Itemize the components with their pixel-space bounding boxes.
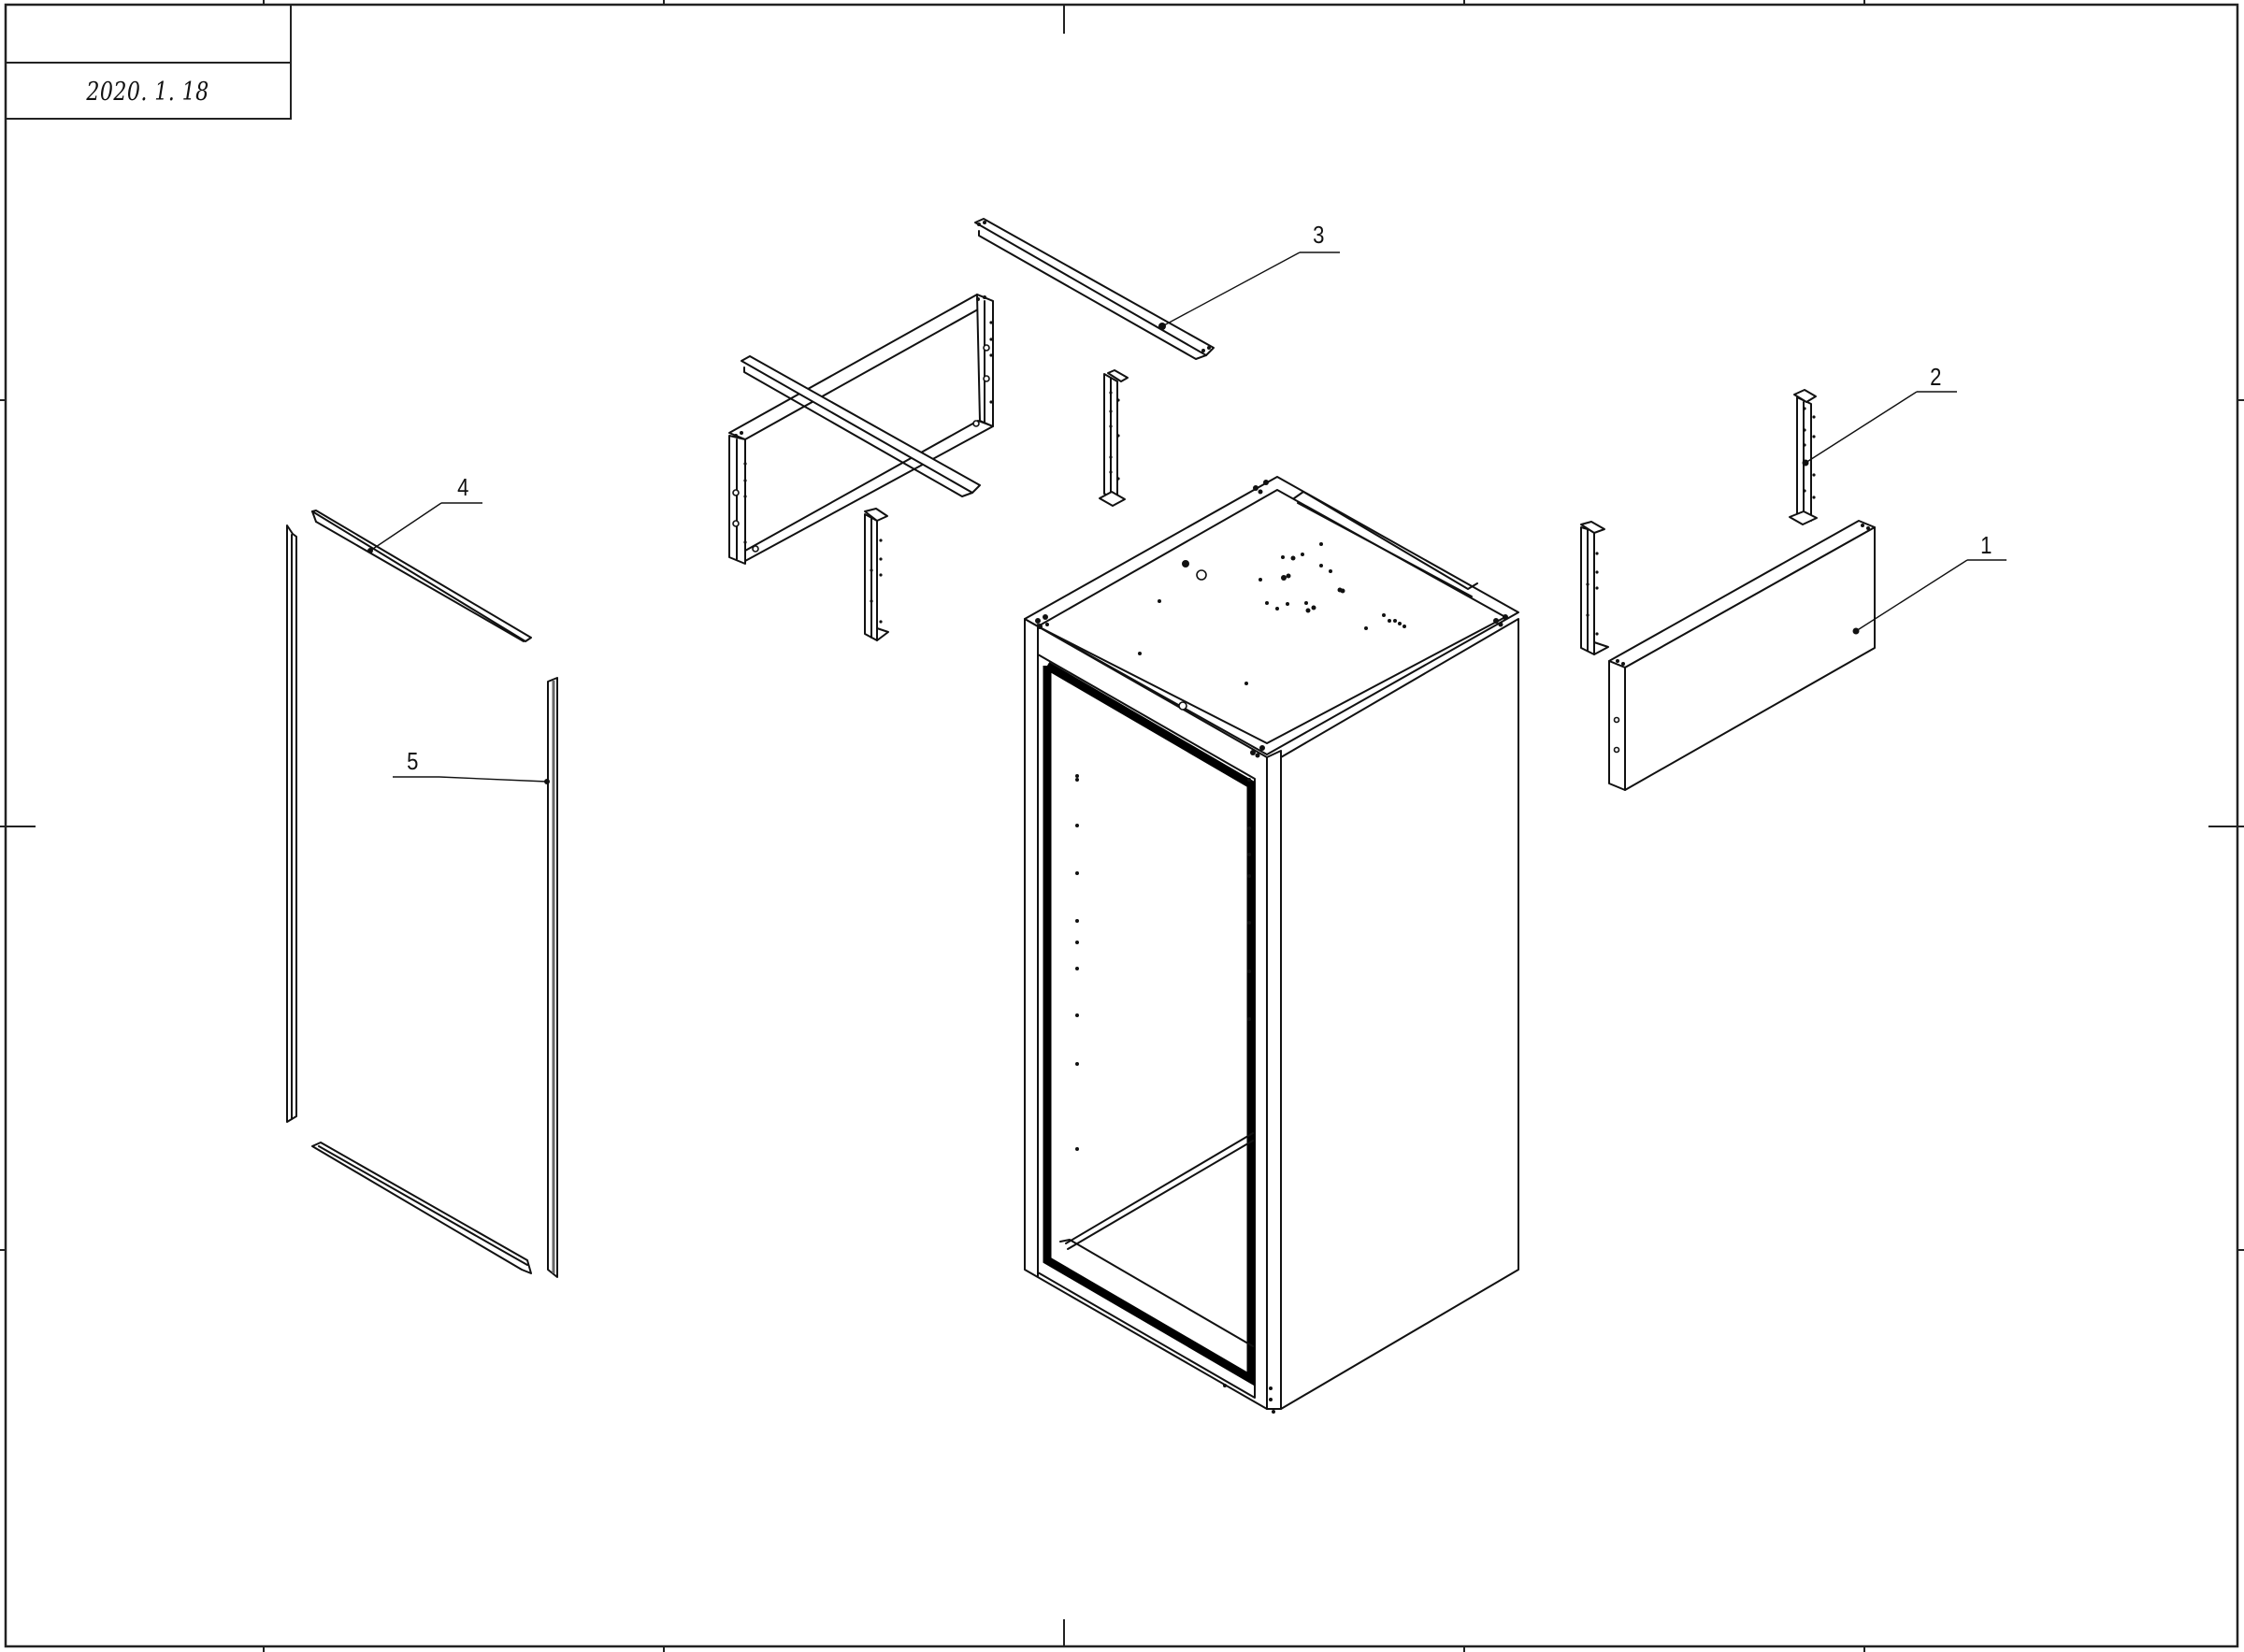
- balloon-5: 5: [407, 747, 419, 775]
- title-block: 2020. 1. 18: [6, 5, 292, 120]
- part-5-strip: [393, 677, 558, 1278]
- balloon-3: 3: [1313, 221, 1325, 249]
- post-center-lower: [864, 508, 889, 641]
- part-4-strip: [311, 502, 532, 642]
- top-mounting-holes: [1035, 480, 1508, 758]
- left-bottom-strip: [311, 1142, 532, 1274]
- part-1-panel: [1608, 520, 2007, 791]
- part-2-post: [1789, 389, 1957, 525]
- frame-holes: [1075, 774, 1275, 1414]
- post-center-upper: [1099, 369, 1129, 507]
- post-right-lower: [1580, 521, 1609, 655]
- title-block-top-cell: [6, 5, 290, 64]
- balloon-2: 2: [1930, 363, 1942, 391]
- balloon-1: 1: [1980, 531, 1992, 559]
- balloon-4: 4: [457, 473, 469, 501]
- title-block-date-cell: 2020. 1. 18: [6, 64, 290, 120]
- upper-frame-assembly: [728, 294, 994, 565]
- left-vertical-strip: [286, 524, 297, 1123]
- part-3-cross-beam: [974, 218, 1340, 360]
- main-cabinet: [1024, 476, 1519, 1414]
- drawing-date: 2020. 1. 18: [86, 77, 209, 107]
